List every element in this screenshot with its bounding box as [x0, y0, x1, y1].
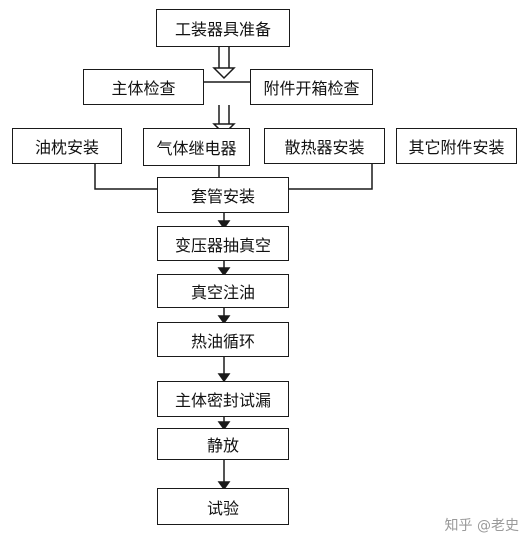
node-main-check: 主体检查 [83, 69, 204, 105]
node-gas-relay: 气体继电器 [143, 128, 250, 166]
node-hot-oil: 热油循环 [157, 322, 289, 357]
node-other-accessories: 其它附件安装 [396, 128, 517, 164]
node-vacuum-oil: 真空注油 [157, 274, 289, 308]
node-standing: 静放 [157, 428, 289, 460]
node-bushing: 套管安装 [157, 177, 289, 213]
node-vacuum: 变压器抽真空 [157, 226, 289, 261]
node-seal-test: 主体密封试漏 [157, 381, 289, 417]
node-radiator: 散热器安装 [264, 128, 385, 164]
node-test: 试验 [157, 488, 289, 525]
watermark: 知乎 @老史 [444, 518, 519, 534]
node-prep: 工装器具准备 [156, 9, 290, 47]
node-oil-pillow: 油枕安装 [12, 128, 122, 164]
node-accessory-check: 附件开箱检查 [250, 69, 373, 105]
